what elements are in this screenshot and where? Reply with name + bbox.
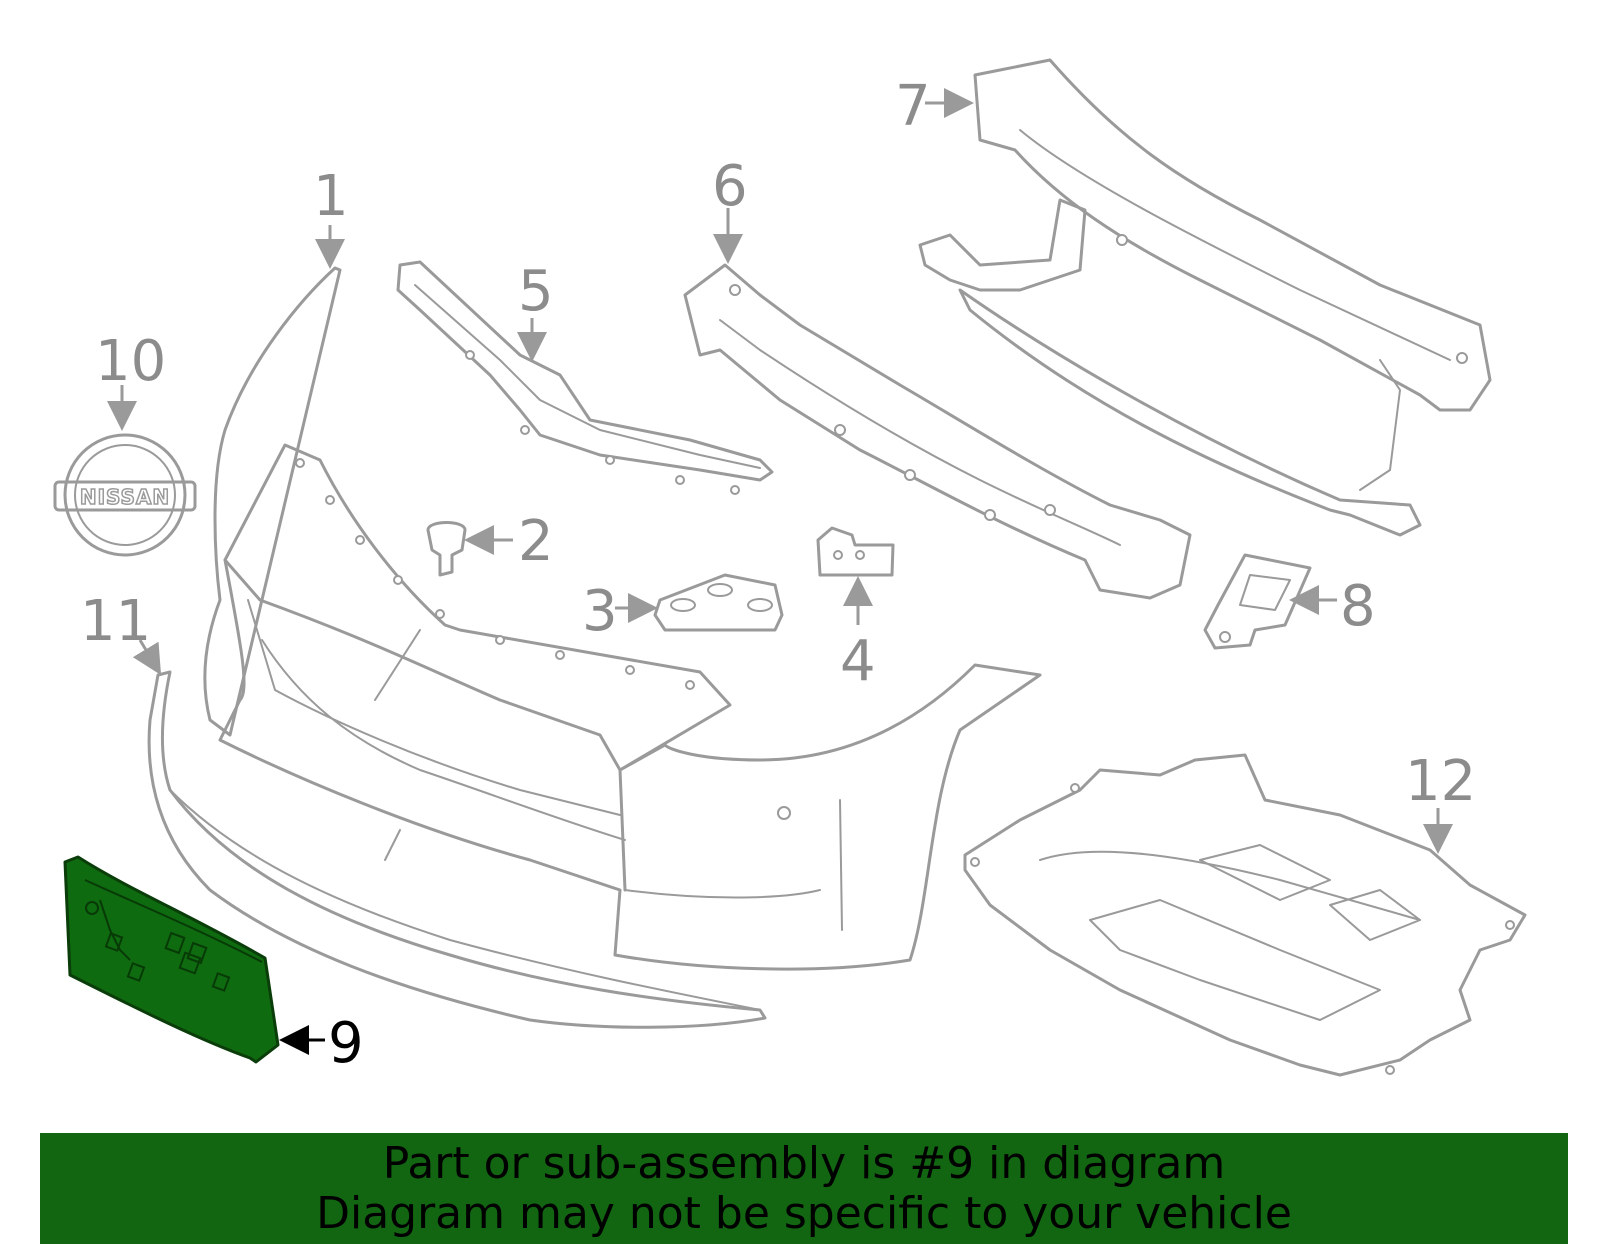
part-5-bracket[interactable] — [396, 260, 774, 495]
callout-3: 3 — [582, 579, 618, 644]
emblem-logo-text: NISSAN — [80, 485, 170, 509]
callout-arrows — [107, 88, 1453, 1055]
banner-line-2: Diagram may not be specific to your vehi… — [316, 1187, 1292, 1239]
part-9-license-bracket[interactable] — [63, 855, 280, 1064]
part-11-lower-spoiler[interactable] — [147, 670, 767, 1029]
callout-1: 1 — [313, 164, 349, 229]
parts-diagram: NISSAN — [53, 58, 1527, 1077]
callout-6: 6 — [712, 154, 748, 219]
part-10-emblem: NISSAN — [53, 433, 197, 557]
part-7-reinforcement[interactable] — [918, 58, 1492, 537]
part-3-pad[interactable] — [653, 573, 784, 632]
callout-11: 11 — [80, 589, 151, 654]
callout-2: 2 — [518, 509, 554, 574]
part-8-sensor-bracket[interactable] — [1203, 553, 1312, 650]
callout-4: 4 — [840, 629, 876, 694]
callout-12: 12 — [1405, 749, 1476, 814]
info-banner: Part or sub-assembly is #9 in diagram Di… — [40, 1133, 1568, 1244]
part-2-clip[interactable] — [426, 521, 467, 577]
callout-5: 5 — [518, 259, 554, 324]
part-4-bracket[interactable] — [816, 526, 895, 577]
banner-line-1: Part or sub-assembly is #9 in diagram — [382, 1137, 1226, 1189]
callout-labels: 1 2 3 4 5 6 7 8 9 10 11 12 — [80, 74, 1476, 1076]
part-1-bumper-fascia[interactable] — [203, 266, 1042, 971]
callout-9: 9 — [328, 1011, 364, 1076]
callout-8: 8 — [1340, 574, 1376, 639]
callout-10: 10 — [95, 329, 166, 394]
callout-7: 7 — [895, 74, 931, 139]
part-6-absorber[interactable] — [683, 263, 1192, 600]
part-12-undercover[interactable] — [963, 753, 1527, 1077]
